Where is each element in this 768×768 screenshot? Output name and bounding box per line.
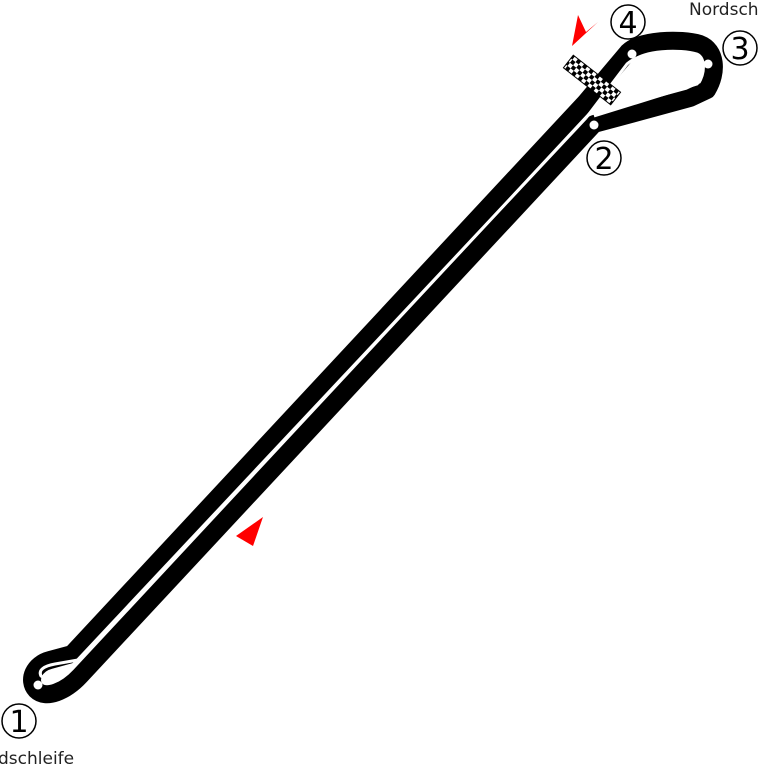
corner-badge-4: 4 [610, 4, 646, 41]
track-divider-bottom [38, 658, 79, 680]
track-divider [68, 116, 588, 670]
corner-badge-3: 3 [722, 30, 758, 67]
label-top-right: Nordsch [689, 0, 759, 20]
direction-arrow-icon [572, 15, 598, 46]
finish-line-icon [562, 54, 622, 106]
corner-marker-icon [627, 49, 637, 59]
corner-marker-icon [33, 680, 43, 690]
corner-marker-icon [589, 120, 599, 130]
corner-badge-2: 2 [586, 140, 622, 177]
track-outline [23, 31, 723, 704]
direction-arrow-icon [236, 517, 263, 546]
svg-text:1: 1 [9, 705, 28, 740]
track-divider-top [584, 51, 705, 119]
svg-text:2: 2 [594, 142, 613, 177]
corner-marker-icon [703, 59, 713, 69]
svg-text:3: 3 [730, 32, 749, 67]
corner-badge-1: 1 [1, 703, 37, 740]
svg-text:4: 4 [618, 6, 637, 41]
label-bottom-left: dschleife [0, 749, 74, 768]
